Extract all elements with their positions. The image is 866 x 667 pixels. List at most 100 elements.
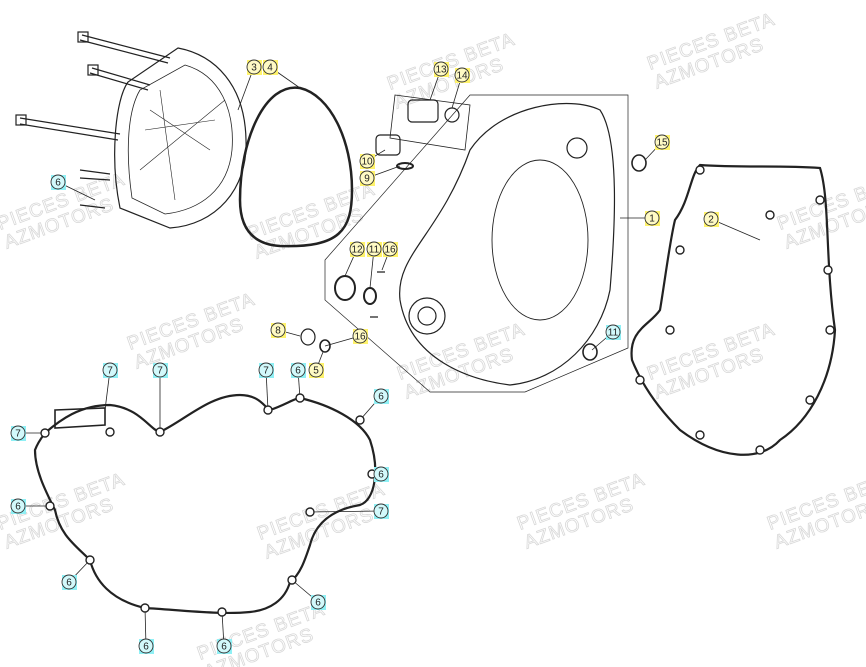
callout-ref-16: 16	[352, 328, 368, 344]
callout-number: 13	[435, 65, 447, 76]
callout-number: 6	[315, 598, 321, 609]
callout-circle	[246, 59, 262, 75]
main-cover-opening	[491, 159, 589, 321]
gasket-right	[630, 163, 837, 456]
bolt-hole	[695, 165, 705, 175]
callout-ref-7: 7	[10, 425, 26, 441]
bolt-hole	[823, 265, 833, 275]
callout-circle	[703, 211, 719, 227]
callout-number: 7	[378, 507, 384, 518]
callout-number: 6	[143, 642, 149, 653]
callout-circle	[102, 362, 118, 378]
callout-number: 6	[66, 578, 72, 589]
callout-ref-5: 5	[308, 362, 324, 378]
bolt-hole	[765, 210, 775, 220]
callout-ref-6: 6	[10, 498, 26, 514]
callout-number: 10	[361, 157, 373, 168]
bolt-hole	[825, 325, 835, 335]
callout-number: 7	[107, 366, 113, 377]
callout-ref-14: 14	[454, 67, 470, 83]
callout-ref-16: 16	[382, 241, 398, 257]
callout-number: 3	[251, 63, 257, 74]
gasket-left	[33, 393, 377, 615]
callout-number: 7	[15, 429, 21, 440]
callout-circle	[373, 466, 389, 482]
callout-number: 6	[295, 366, 301, 377]
callout-number: 2	[708, 215, 714, 226]
callout-number: 6	[378, 392, 384, 403]
callout-circle	[654, 134, 670, 150]
callout-circle	[10, 425, 26, 441]
clutch-cover-outer	[114, 47, 247, 229]
callout-circle	[262, 59, 278, 75]
callout-ref-8: 8	[270, 322, 286, 338]
callout-circle	[454, 67, 470, 83]
callout-number: 12	[351, 245, 363, 256]
callout-ref-3: 3	[246, 59, 262, 75]
callout-circle	[373, 388, 389, 404]
bolt-hole	[287, 575, 297, 585]
callout-ref-6: 6	[61, 574, 77, 590]
callout-number: 14	[456, 71, 468, 82]
callout-number: 7	[263, 366, 269, 377]
bolt-hole	[45, 501, 55, 511]
callout-circle	[366, 241, 382, 257]
callout-number: 11	[369, 245, 380, 256]
callout-ref-1: 1	[644, 210, 660, 226]
bolt-hole	[755, 445, 765, 455]
bolt-hole	[355, 415, 365, 425]
callout-number: 7	[157, 366, 163, 377]
bolt-hole	[635, 375, 645, 385]
callout-circle	[138, 638, 154, 654]
callout-circle	[308, 362, 324, 378]
callout-circle	[382, 241, 398, 257]
bolt-hole	[665, 325, 675, 335]
callout-ref-2: 2	[703, 211, 719, 227]
callout-circle	[10, 498, 26, 514]
bolt-hole	[305, 507, 315, 517]
callout-ref-4: 4	[262, 59, 278, 75]
callout-number: 15	[656, 138, 668, 149]
callout-ref-9: 9	[359, 170, 375, 186]
bolt-hole	[85, 555, 95, 565]
parts	[15, 31, 837, 615]
bolt-hole	[105, 427, 115, 437]
callout-number: 11	[608, 328, 619, 339]
callout-circle	[290, 362, 306, 378]
o-ring	[238, 86, 354, 248]
callout-number: 1	[649, 214, 655, 225]
callout-circle	[373, 503, 389, 519]
callout-ref-7: 7	[373, 503, 389, 519]
callout-circle	[50, 174, 66, 190]
callout-ref-6: 6	[50, 174, 66, 190]
callout-number: 16	[354, 332, 366, 343]
callout-number: 6	[55, 178, 61, 189]
callout-ref-7: 7	[152, 362, 168, 378]
callout-circle	[152, 362, 168, 378]
bolt-hole	[140, 603, 150, 613]
callout-circle	[605, 324, 621, 340]
callout-ref-7: 7	[102, 362, 118, 378]
callout-ref-11: 11	[366, 241, 382, 257]
callout-circle	[310, 594, 326, 610]
callout-circle	[644, 210, 660, 226]
callout-ref-13: 13	[433, 61, 449, 77]
bolt-hole	[695, 430, 705, 440]
callout-number: 9	[364, 174, 370, 185]
leader-line	[309, 510, 382, 513]
callout-circle	[258, 362, 274, 378]
clutch-cover-inner	[127, 64, 233, 215]
callout-ref-7: 7	[258, 362, 274, 378]
bolt-hole	[155, 427, 165, 437]
bolt-hole	[217, 607, 227, 617]
callout-ref-6: 6	[373, 466, 389, 482]
